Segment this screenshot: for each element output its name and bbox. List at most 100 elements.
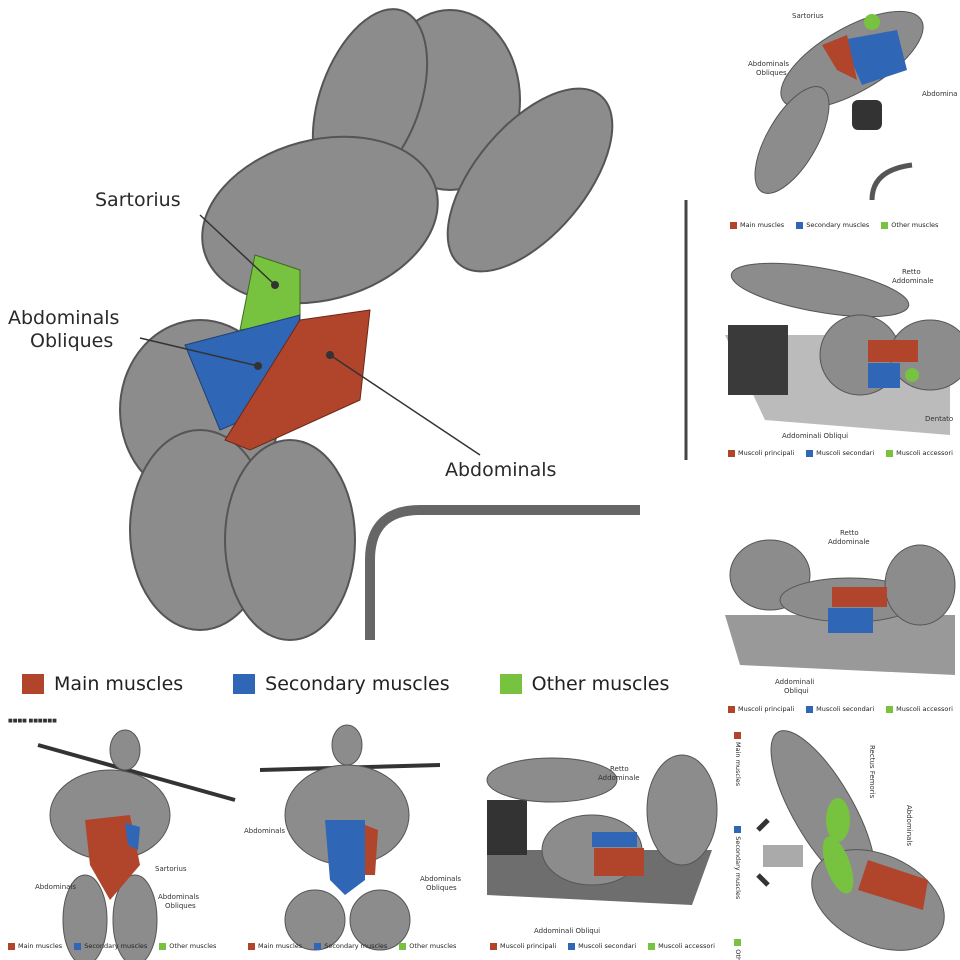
label-retto-line2: Addominale bbox=[598, 774, 640, 782]
legend-secondary-label: Secondary muscles bbox=[84, 942, 148, 950]
legend-secondary: Secondary muscles bbox=[796, 221, 869, 229]
secondary-swatch bbox=[74, 942, 82, 950]
label-obliques-line2: Obliques bbox=[756, 69, 787, 77]
label-retto-line1: Retto bbox=[610, 765, 629, 773]
legend: Main muscles Secondary muscles Other mus… bbox=[248, 942, 456, 950]
other-swatch bbox=[499, 674, 522, 694]
legend-other-label: Other muscles bbox=[734, 949, 742, 960]
legend-main-label: Main muscles bbox=[258, 942, 303, 950]
label-obliqui: Addominali Obliqui bbox=[782, 432, 849, 440]
secondary-swatch bbox=[734, 826, 742, 834]
decline-situp-figure bbox=[754, 10, 924, 201]
other-swatch bbox=[648, 942, 656, 950]
other-swatch bbox=[881, 221, 889, 229]
bench-leg-crunch-figure bbox=[486, 754, 718, 905]
legend-main-label: Muscoli principali bbox=[738, 705, 795, 713]
legend-other-label: Muscoli accessori bbox=[896, 449, 953, 457]
legend-other-label: Muscoli accessori bbox=[896, 705, 953, 713]
legend-other: Other muscles bbox=[734, 939, 742, 960]
label-obliques-line1: Abdominals bbox=[158, 893, 200, 901]
label-sartorius: Sartorius bbox=[792, 12, 824, 20]
legend-main: Main muscles bbox=[248, 942, 302, 950]
legend-other-label: Other muscles bbox=[169, 942, 217, 950]
legend: Muscoli principali Muscoli secondari Mus… bbox=[490, 942, 715, 950]
label-obliques-line2: Obliques bbox=[30, 330, 114, 352]
label-abdominals: Abdominals bbox=[905, 805, 913, 847]
legend: Muscoli principali Muscoli secondari Mus… bbox=[728, 705, 953, 713]
legend-vertical: Main muscles Secondary muscles Other mus… bbox=[734, 732, 742, 960]
label-obliques-line2: Obliques bbox=[426, 884, 457, 892]
secondary-swatch bbox=[314, 942, 322, 950]
secondary-swatch bbox=[806, 705, 814, 713]
legend-other: Other muscles bbox=[881, 221, 938, 229]
other-swatch bbox=[886, 449, 894, 457]
legend-other: Other muscles bbox=[159, 942, 216, 950]
main-swatch bbox=[248, 942, 255, 950]
legend-main-label: Main muscles bbox=[734, 742, 742, 787]
label-rectus-femoris: Rectus Femoris bbox=[868, 745, 876, 799]
legend-main-label: Main muscles bbox=[54, 673, 184, 695]
label-sartorius: Sartorius bbox=[155, 865, 187, 873]
legend-secondary: Secondary muscles bbox=[233, 673, 450, 695]
main-swatch bbox=[730, 221, 737, 229]
legend-secondary: Secondary muscles bbox=[314, 942, 387, 950]
legend-secondary: Secondary muscles bbox=[734, 826, 742, 899]
legend-main-label: Main muscles bbox=[740, 221, 785, 229]
legend-secondary: Muscoli secondari bbox=[568, 942, 636, 950]
legend-main: Muscoli principali bbox=[728, 449, 794, 457]
label-obliques-line2: Obliques bbox=[165, 902, 196, 910]
legend-main-label: Main muscles bbox=[18, 942, 63, 950]
other-swatch bbox=[886, 705, 894, 713]
legend-main-label: Muscoli principali bbox=[500, 942, 557, 950]
label-retto-line1: Retto bbox=[902, 268, 921, 276]
label-abdominals: Abdominals bbox=[445, 459, 557, 481]
standing-twist-figure bbox=[37, 729, 236, 960]
legend-other-label: Other muscles bbox=[891, 221, 939, 229]
legend-other: Other muscles bbox=[499, 673, 670, 695]
legend-main: Main muscles bbox=[22, 673, 183, 695]
legend-main: Muscoli principali bbox=[490, 942, 556, 950]
panel-leg-raise: Main muscles Secondary muscles Other mus… bbox=[728, 720, 960, 960]
legend-other: Other muscles bbox=[399, 942, 456, 950]
legend-secondary-label: Muscoli secondari bbox=[816, 705, 875, 713]
label-abdominals: Abdominals bbox=[244, 827, 286, 835]
legend-main: Main muscles bbox=[8, 942, 62, 950]
label-obliqui: Addominali Obliqui bbox=[534, 927, 601, 935]
panel-standing-twist: ■■■■ ■■■■■■ Sartorius Abdominals Abdomin… bbox=[0, 715, 240, 960]
legend-main-label: Muscoli principali bbox=[738, 449, 795, 457]
label-retto-line1: Retto bbox=[840, 529, 859, 537]
legend-other-label: Muscoli accessori bbox=[658, 942, 715, 950]
panel-bench-leg-crunch: Retto Addominale Addominali Obliqui Musc… bbox=[482, 720, 725, 960]
main-illustration-panel: Sartorius Abdominals Obliques Abdominals… bbox=[8, 8, 688, 695]
label-retto-line2: Addominale bbox=[828, 538, 870, 546]
other-swatch bbox=[734, 939, 742, 947]
legend-other: Muscoli accessori bbox=[648, 942, 715, 950]
main-swatch bbox=[728, 449, 735, 457]
other-swatch bbox=[399, 942, 407, 950]
legend-other-label: Other muscles bbox=[531, 673, 670, 695]
panel-seated-twist: Abdominals Abdominals Obliques Main musc… bbox=[240, 715, 480, 960]
legend-secondary: Muscoli secondari bbox=[806, 705, 874, 713]
main-legend: Main muscles Secondary muscles Other mus… bbox=[22, 673, 669, 695]
other-swatch bbox=[159, 942, 167, 950]
label-retto-line2: Addominale bbox=[892, 277, 934, 285]
label-dentato: Dentato bbox=[925, 415, 954, 423]
secondary-swatch bbox=[806, 449, 814, 457]
bench-crunch-figure bbox=[725, 262, 960, 435]
label-abdominals: Abdomina bbox=[922, 90, 958, 98]
legend: Muscoli principali Muscoli secondari Mus… bbox=[728, 449, 953, 457]
main-swatch bbox=[734, 732, 742, 739]
label-obliqui-line1: Addominali bbox=[775, 678, 815, 686]
panel-decline-situp: Sartorius Abdominals Obliques Abdomina M… bbox=[722, 0, 960, 240]
legend: Main muscles Secondary muscles Other mus… bbox=[8, 942, 216, 950]
legend-other-label: Other muscles bbox=[409, 942, 457, 950]
legend-secondary-label: Secondary muscles bbox=[734, 836, 742, 900]
label-sartorius: Sartorius bbox=[95, 189, 181, 211]
label-obliques-line1: Abdominals bbox=[420, 875, 462, 883]
secondary-swatch bbox=[233, 674, 256, 694]
seated-twist-figure bbox=[259, 724, 441, 951]
legend-main: Muscoli principali bbox=[728, 705, 794, 713]
caption-text: ■■■■ ■■■■■■ bbox=[8, 718, 57, 724]
label-obliques-line1: Abdominals bbox=[8, 307, 120, 329]
main-swatch bbox=[728, 705, 735, 713]
